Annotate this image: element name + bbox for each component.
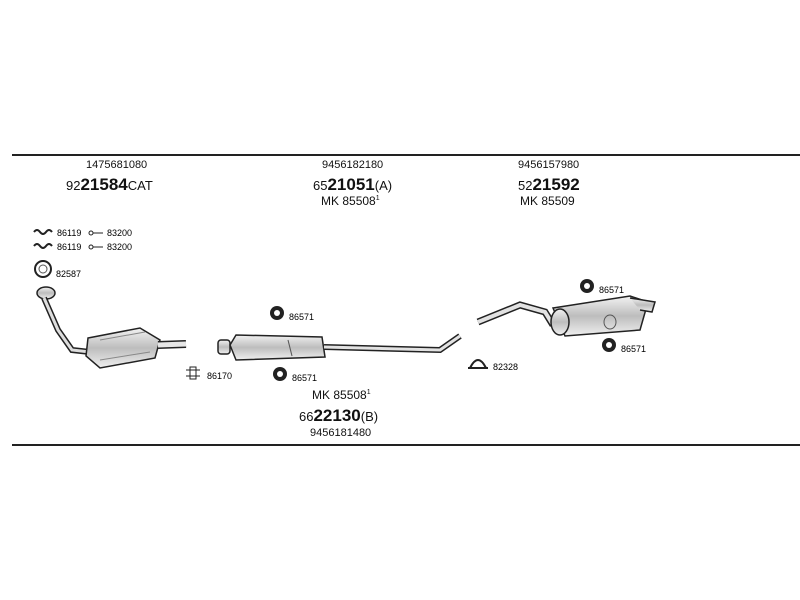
bottom-divider-line — [12, 444, 800, 446]
rubber-hanger-icon-rear-top — [580, 279, 594, 293]
rear-mk-number: 85509 — [541, 194, 575, 208]
middle-mk-sup: 1 — [375, 195, 380, 202]
gasket-ring-icon — [34, 260, 52, 278]
bottom-part-number: 6622130(B) — [299, 407, 378, 425]
catalyst-part-suffix: CAT — [127, 178, 153, 193]
rubber-hanger-icon-mid-top — [270, 306, 284, 320]
clamp-icon-front — [186, 366, 200, 380]
rear-part-prefix: 52 — [518, 178, 533, 193]
bottom-part-prefix: 66 — [299, 409, 314, 424]
gasket-tag: 82587 — [56, 269, 81, 279]
middle-ref-number: 9456182180 — [322, 159, 384, 171]
hanger-tag-mid-bottom: 86571 — [292, 373, 317, 383]
rubber-hanger-icon-rear-bottom — [602, 338, 616, 352]
bolt-icon-1 — [88, 230, 103, 236]
rear-mk-kit: MK 85509 — [520, 195, 575, 207]
middle-part-main: 21051 — [327, 175, 375, 194]
hanger-tag-rear-top: 86571 — [599, 285, 624, 295]
middle-mk-label: MK — [321, 194, 339, 208]
clamp-tag-rear: 82328 — [493, 362, 518, 372]
hanger-tag-rear-bottom: 86571 — [621, 344, 646, 354]
catalyst-ref-number: 1475681080 — [86, 159, 148, 171]
clamp-tag-front: 86170 — [207, 371, 232, 381]
rear-silencer-shape — [476, 295, 656, 337]
bottom-part-suffix: (B) — [360, 409, 379, 424]
bottom-part-main: 22130 — [313, 406, 361, 425]
rear-part-number: 5221592 — [518, 176, 580, 194]
bottom-mk-sup: 1 — [366, 389, 371, 396]
catalytic-converter-shape — [36, 286, 187, 369]
catalyst-part-prefix: 92 — [66, 178, 81, 193]
rear-ref-number: 9456157980 — [518, 159, 580, 171]
spring-tag-2a: 86119 — [57, 242, 81, 252]
rear-mk-label: MK — [520, 194, 538, 208]
hanger-tag-mid-top: 86571 — [289, 312, 314, 322]
middle-mk-number: 85508 — [342, 194, 376, 208]
spring-icon-1 — [33, 229, 53, 235]
catalyst-part-main: 21584 — [80, 175, 128, 194]
bottom-mk-label: MK — [312, 388, 330, 402]
middle-part-prefix: 65 — [313, 178, 328, 193]
clamp-icon-rear — [468, 359, 488, 369]
middle-mk-kit: MK 855081 — [321, 195, 380, 207]
catalyst-part-number: 9221584CAT — [66, 176, 153, 194]
bolt-icon-2 — [88, 244, 103, 250]
middle-part-suffix: (A) — [374, 178, 393, 193]
spring-tag-1b: 83200 — [107, 228, 132, 238]
spring-tag-2b: 83200 — [107, 242, 132, 252]
bottom-mk-number: 85508 — [333, 388, 367, 402]
bottom-mk-kit: MK 855081 — [312, 389, 371, 401]
rubber-hanger-icon-mid-bottom — [273, 367, 287, 381]
bottom-ref-number: 9456181480 — [310, 427, 372, 439]
top-divider-line — [12, 154, 800, 156]
middle-silencer-shape — [217, 333, 462, 361]
spring-icon-2 — [33, 243, 53, 249]
rear-part-main: 21592 — [532, 175, 580, 194]
middle-part-number: 6521051(A) — [313, 176, 392, 194]
spring-tag-1a: 86119 — [57, 228, 81, 238]
